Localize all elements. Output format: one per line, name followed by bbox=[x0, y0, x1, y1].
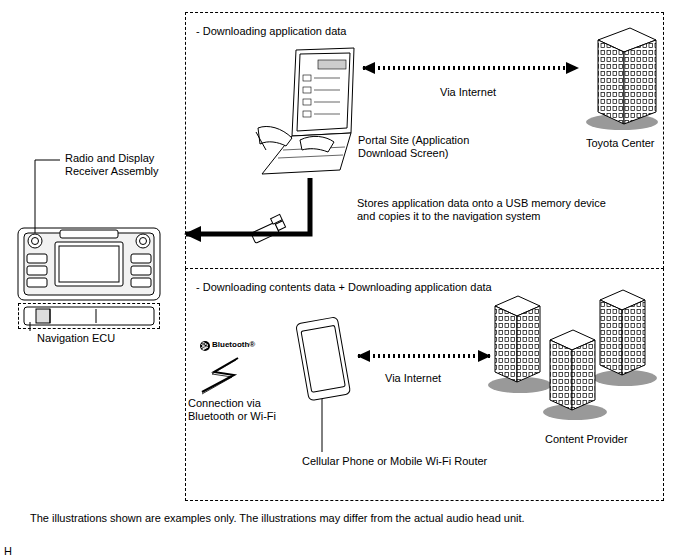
edge-label: Stores application data onto a USB memor… bbox=[357, 197, 609, 223]
connector-arrow bbox=[186, 178, 310, 234]
usb-memory-drawing bbox=[249, 214, 287, 243]
node-label: Content Provider bbox=[545, 433, 628, 446]
connector-arrow bbox=[363, 66, 578, 70]
buildings-node: Content Provider bbox=[488, 288, 660, 443]
edge-label: Via Internet bbox=[440, 86, 496, 99]
head-unit-node: Radio and Display Receiver Assembly bbox=[15, 150, 180, 300]
region-panel: - Downloading contents data + Downloadin… bbox=[185, 268, 664, 501]
logo-text: Bluetooth® bbox=[212, 340, 255, 350]
laptop-drawing bbox=[256, 48, 354, 174]
node-label: Radio and Display Receiver Assembly bbox=[65, 152, 177, 178]
phone-drawing bbox=[296, 317, 351, 401]
connector-arrow bbox=[358, 354, 490, 358]
leader-line bbox=[35, 160, 60, 233]
building-drawing bbox=[586, 28, 658, 130]
caption: The illustrations shown are examples onl… bbox=[30, 512, 525, 525]
edge-label: Via Internet bbox=[385, 372, 441, 385]
node-label: Navigation ECU bbox=[37, 332, 115, 345]
node-label: Toyota Center bbox=[586, 137, 654, 150]
note-text: Connection via Bluetooth or Wi-Fi bbox=[188, 397, 292, 423]
buildings-drawing bbox=[488, 290, 657, 420]
node-label: - Downloading contents data + Downloadin… bbox=[196, 281, 492, 294]
leader-line bbox=[322, 399, 323, 452]
node-label: Cellular Phone or Mobile Wi-Fi Router bbox=[302, 455, 487, 468]
laptop-node: Portal Site (Application Download Screen… bbox=[255, 48, 355, 176]
phone-node: Cellular Phone or Mobile Wi-Fi Router bbox=[298, 315, 350, 400]
leader-line bbox=[30, 322, 31, 331]
ecu-node: Navigation ECU bbox=[18, 303, 160, 329]
figure-code: H bbox=[4, 545, 12, 558]
head-unit-drawing bbox=[18, 228, 160, 300]
navigation-ecu-drawing bbox=[24, 307, 154, 325]
region-panel: - Downloading application dataPortal Sit… bbox=[185, 12, 664, 269]
node-label: Portal Site (Application Download Screen… bbox=[358, 134, 483, 160]
node-label: - Downloading application data bbox=[196, 25, 346, 38]
building-node: Toyota Center bbox=[582, 25, 658, 155]
